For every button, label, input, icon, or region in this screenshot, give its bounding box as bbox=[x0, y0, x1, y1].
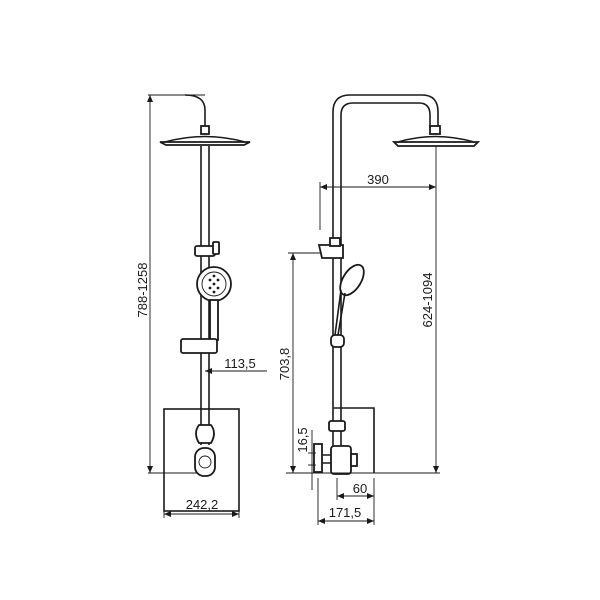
side-handshower-height-label: 703,8 bbox=[277, 348, 292, 381]
side-total-depth-label: 171,5 bbox=[329, 505, 362, 520]
side-view: 390 624-1094 703,8 bbox=[277, 94, 481, 525]
side-handshower-holder bbox=[317, 237, 344, 259]
side-slider bbox=[330, 334, 345, 348]
side-hand-shower bbox=[334, 263, 365, 336]
front-base-width-label: 242,2 bbox=[186, 497, 219, 512]
front-handshower-holder bbox=[194, 241, 220, 257]
front-mixer-valve bbox=[194, 424, 216, 477]
side-riser-inner bbox=[340, 102, 431, 470]
front-overhead-shower-head bbox=[159, 125, 251, 146]
side-overhead-shower-head bbox=[391, 125, 481, 147]
side-riser-outer bbox=[332, 94, 439, 470]
side-tray-outline bbox=[333, 407, 375, 473]
side-mixer-valve bbox=[313, 420, 358, 475]
side-arm-reach-label: 390 bbox=[367, 172, 389, 187]
front-hand-shower bbox=[196, 266, 232, 341]
front-height-label: 788-1258 bbox=[135, 263, 150, 318]
side-outlet-height-label: 16,5 bbox=[295, 427, 310, 452]
front-view: 788-1258 113,5 242,2 bbox=[135, 94, 267, 518]
front-slider-offset-label: 113,5 bbox=[224, 356, 256, 371]
front-riser-top bbox=[184, 94, 206, 128]
front-slider-bracket bbox=[180, 338, 218, 354]
side-height-label: 624-1094 bbox=[420, 273, 435, 328]
side-mixer-depth-label: 60 bbox=[353, 481, 367, 496]
